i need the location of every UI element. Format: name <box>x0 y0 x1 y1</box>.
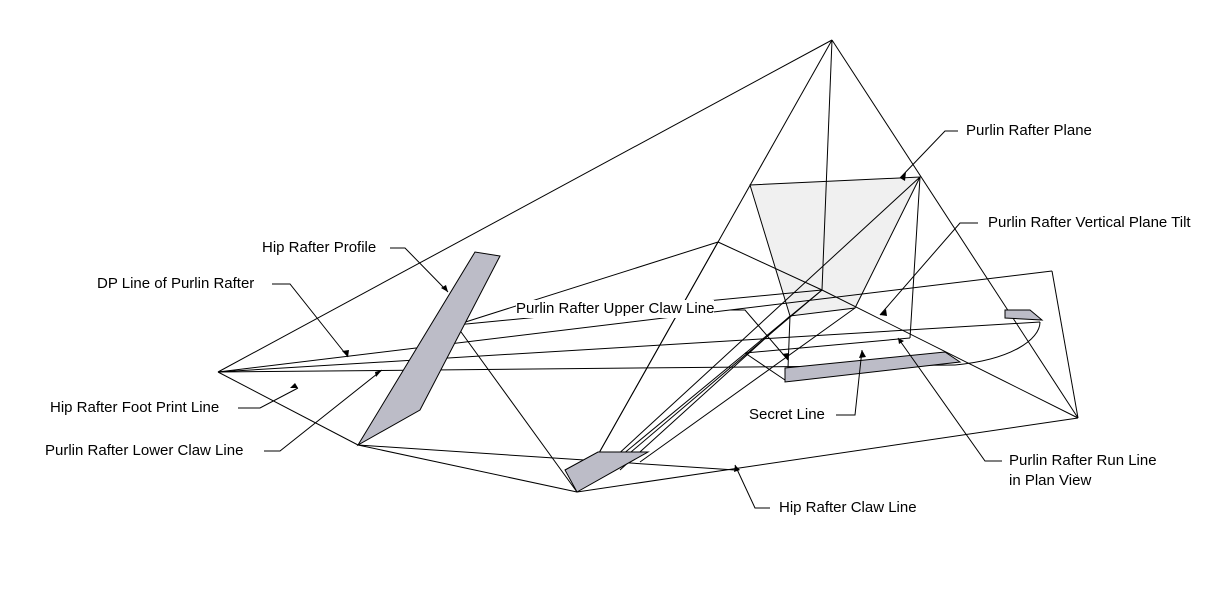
purlin-rafter-end-shading <box>1004 309 1044 321</box>
label-dp-line-of-purlin-rafter: DP Line of Purlin Rafter <box>97 275 255 292</box>
label-hip-rafter-foot-print-line: Hip Rafter Foot Print Line <box>50 399 220 416</box>
label-purlin-rafter-vertical-plane-tilt: Purlin Rafter Vertical Plane Tilt <box>988 214 1191 231</box>
label-hip-rafter-profile: Hip Rafter Profile <box>262 239 377 256</box>
label-in-plan-view: in Plan View <box>1009 472 1092 489</box>
label-purlin-rafter-upper-claw-line: Purlin Rafter Upper Claw Line <box>516 300 715 318</box>
label-purlin-rafter-run-line: Purlin Rafter Run Line <box>1009 452 1157 469</box>
purlin-rafter-plane-shape <box>749 176 921 317</box>
label-purlin-rafter-plane: Purlin Rafter Plane <box>966 122 1092 139</box>
hip-rafter-claw-shading <box>564 451 650 493</box>
roof-edges <box>217 39 1079 493</box>
arrow-heads <box>290 172 906 472</box>
purlin-rafter-lower-shading <box>784 351 962 383</box>
hip-rafter-profile-shape <box>356 251 501 447</box>
label-secret-line: Secret Line <box>749 406 825 423</box>
leader-lines <box>238 130 1002 509</box>
label-hip-rafter-claw-line: Hip Rafter Claw Line <box>779 499 917 516</box>
label-purlin-rafter-lower-claw-line: Purlin Rafter Lower Claw Line <box>45 442 244 459</box>
